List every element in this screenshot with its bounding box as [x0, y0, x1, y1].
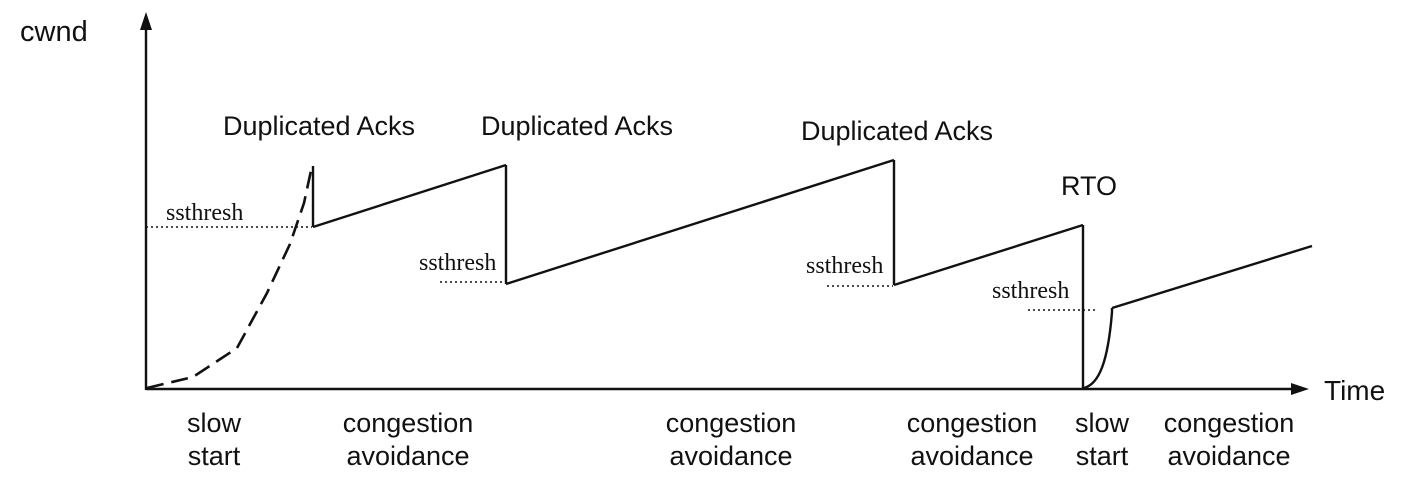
phase-label-line: congestion: [906, 408, 1038, 438]
phase-label-slow-start-2: slow start: [1075, 407, 1129, 473]
phase-label-line: start: [187, 441, 241, 471]
ssthresh-label-2: ssthresh: [419, 250, 497, 276]
congestion-avoidance-line-2: [505, 158, 895, 286]
phase-label-line: slow: [1074, 408, 1130, 438]
phase-label-line: congestion: [342, 408, 474, 438]
x-axis-arrowhead-icon: [1291, 383, 1309, 395]
congestion-avoidance-line-1: [312, 163, 507, 229]
phase-label-line: congestion: [1163, 408, 1295, 438]
phase-label-line: avoidance: [1167, 441, 1291, 471]
ssthresh-label-1: ssthresh: [166, 200, 244, 226]
x-axis-label: Time: [1324, 375, 1386, 406]
phase-label-congestion-avoidance-4: congestion avoidance: [1164, 407, 1295, 473]
event-label-duplicated-acks-2: Duplicated Acks: [480, 111, 674, 141]
phase-label-line: avoidance: [346, 441, 470, 471]
phase-label-line: avoidance: [910, 441, 1034, 471]
congestion-avoidance-line-4: [1111, 244, 1313, 310]
phase-label-line: start: [1075, 441, 1129, 471]
slow-start-curve-2: [1083, 308, 1114, 390]
phase-label-congestion-avoidance-2: congestion avoidance: [666, 407, 797, 473]
phase-label-congestion-avoidance-1: congestion avoidance: [343, 407, 474, 473]
y-axis-arrowhead-icon: [140, 12, 152, 30]
ssthresh-label-3: ssthresh: [806, 253, 884, 279]
congestion-avoidance-line-3: [893, 223, 1084, 287]
phase-label-slow-start-1: slow start: [187, 407, 241, 473]
event-label-rto: RTO: [1060, 171, 1118, 201]
event-label-duplicated-acks-3: Duplicated Acks: [800, 116, 994, 146]
phase-label-line: slow: [186, 408, 242, 438]
phase-label-congestion-avoidance-3: congestion avoidance: [907, 407, 1038, 473]
ssthresh-label-4: ssthresh: [992, 278, 1070, 304]
slow-start-curve-1: [146, 165, 314, 390]
phase-label-line: avoidance: [669, 441, 793, 471]
event-label-duplicated-acks-1: Duplicated Acks: [222, 111, 416, 141]
phase-label-line: congestion: [665, 408, 797, 438]
y-axis-label: cwnd: [20, 16, 88, 48]
